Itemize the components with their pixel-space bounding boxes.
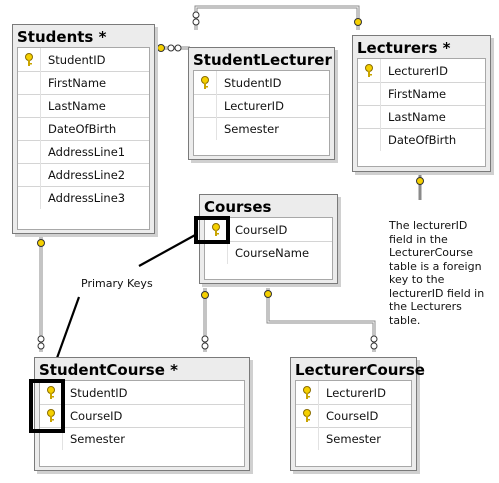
key-icon <box>365 64 373 77</box>
column-row[interactable]: CourseID <box>296 404 411 428</box>
key-end-icon <box>37 239 45 247</box>
table-lecturers[interactable]: Lecturers * LecturerID FirstName LastNam… <box>352 35 491 172</box>
key-end-icon <box>416 177 424 185</box>
annotation-foreign-key-note: The lecturerID field in the LecturerCour… <box>389 219 485 327</box>
key-end-icon <box>157 44 165 52</box>
key-end-icons <box>37 18 424 299</box>
column-row[interactable]: DateOfBirth <box>358 128 485 151</box>
key-end-icon <box>354 18 362 26</box>
column-row[interactable]: CourseID <box>205 218 332 242</box>
column-row[interactable]: AddressLine2 <box>18 163 149 187</box>
column-row[interactable]: LecturerID <box>296 381 411 405</box>
column-row[interactable]: StudentID <box>18 48 149 72</box>
table-title: Students * <box>17 28 107 46</box>
annotation-primary-keys: Primary Keys <box>81 277 153 290</box>
column-row[interactable]: AddressLine1 <box>18 140 149 164</box>
table-title: StudentCourse * <box>39 361 178 379</box>
infinity-icon <box>201 335 209 343</box>
column-row[interactable]: Semester <box>40 427 244 450</box>
column-list: StudentID FirstName LastName DateOfBirth… <box>17 47 150 230</box>
infinity-icon <box>192 11 200 19</box>
rel-studentlecturer-lecturers <box>194 5 360 30</box>
column-row[interactable]: DateOfBirth <box>18 117 149 141</box>
column-row[interactable]: StudentID <box>40 381 244 405</box>
column-row[interactable]: LecturerID <box>194 94 329 118</box>
table-studentlecturer[interactable]: StudentLecturer * StudentID LecturerID S… <box>188 47 335 160</box>
table-title: LecturerCourse <box>295 361 425 379</box>
column-list: CourseID CourseName <box>204 217 333 280</box>
key-icon <box>303 386 311 399</box>
column-list: StudentID LecturerID Semester <box>193 70 330 156</box>
column-list: LecturerID FirstName LastName DateOfBirt… <box>357 58 486 167</box>
column-row[interactable]: FirstName <box>358 82 485 106</box>
column-row[interactable]: AddressLine3 <box>18 186 149 209</box>
table-title: Courses <box>204 198 272 216</box>
table-title: StudentLecturer * <box>193 51 332 87</box>
infinity-icon <box>37 335 45 343</box>
column-list: StudentID CourseID Semester <box>39 380 245 467</box>
rel-courses-lecturercourse <box>266 288 376 352</box>
column-row[interactable]: Semester <box>194 117 329 140</box>
column-row[interactable]: LecturerID <box>358 59 485 83</box>
key-icon <box>201 76 209 89</box>
infinity-icon <box>167 44 175 52</box>
key-icon <box>25 53 33 66</box>
infinity-icon <box>370 335 378 343</box>
highlight-box-courses-key <box>194 216 230 244</box>
table-studentcourse[interactable]: StudentCourse * StudentID CourseID Semes… <box>34 357 250 471</box>
column-row[interactable]: CourseName <box>205 241 332 264</box>
table-lecturercourse[interactable]: LecturerCourse LecturerID CourseID Semes… <box>290 357 425 471</box>
infinity-icons <box>37 11 378 350</box>
column-list: LecturerID CourseID Semester <box>295 380 412 467</box>
column-row[interactable]: LastName <box>358 105 485 129</box>
key-end-icon <box>264 290 272 298</box>
pointer-line-courses <box>138 233 198 267</box>
key-icon <box>47 386 55 399</box>
column-row[interactable]: FirstName <box>18 71 149 95</box>
column-row[interactable]: CourseID <box>40 404 244 428</box>
table-courses[interactable]: Courses CourseID CourseName <box>199 194 338 284</box>
column-row[interactable]: LastName <box>18 94 149 118</box>
column-row[interactable]: Semester <box>296 427 411 450</box>
table-title: Lecturers * <box>357 39 451 57</box>
key-end-icon <box>201 291 209 299</box>
highlight-box-studentcourse-keys <box>29 379 65 433</box>
column-row[interactable]: StudentID <box>194 71 329 95</box>
key-icon <box>303 409 311 422</box>
table-students[interactable]: Students * StudentID FirstName LastName … <box>12 24 155 234</box>
key-icon <box>212 223 220 236</box>
key-icon <box>47 409 55 422</box>
